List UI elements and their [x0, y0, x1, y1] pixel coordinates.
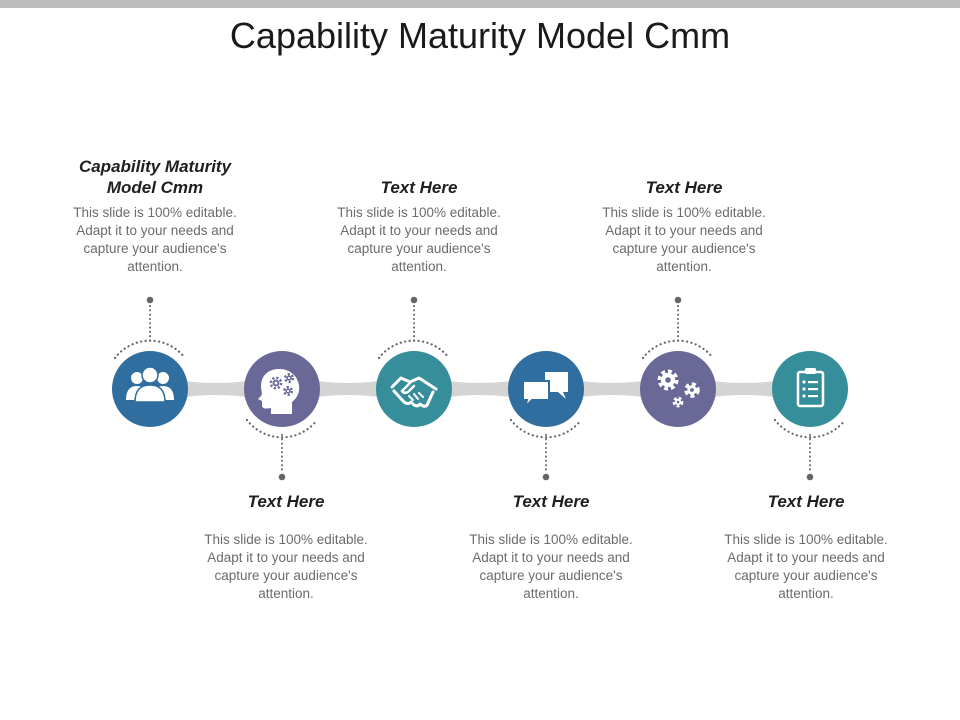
arc-bottom-6 — [773, 418, 847, 439]
arc-bottom-2 — [245, 418, 319, 439]
step-circle-3 — [376, 351, 452, 427]
step-text-6: Text Here This slide is 100% editable. A… — [711, 491, 901, 603]
leader-dot-5 — [674, 296, 682, 304]
chat-bubbles-icon — [522, 372, 568, 411]
head-gears-icon — [258, 369, 300, 414]
dotted-leaders — [149, 305, 811, 473]
step-text-5: Text Here This slide is 100% editable. A… — [589, 177, 779, 276]
step-heading-1: Capability Maturity Model Cmm — [78, 157, 232, 197]
leader-dot-6 — [806, 473, 814, 481]
step-heading-5: Text Here — [645, 178, 723, 197]
arc-bottom-4 — [509, 418, 583, 439]
handshake-icon — [390, 376, 438, 408]
leader-end-dots — [146, 296, 814, 481]
step-heading-3: Text Here — [380, 178, 458, 197]
users-group-icon — [126, 366, 174, 403]
step-heading-2: Text Here — [247, 492, 325, 511]
step-description-5: This slide is 100% editable. Adapt it to… — [602, 205, 766, 274]
gears-icon — [657, 369, 700, 408]
top-accent-bar — [0, 0, 960, 8]
step-description-1: This slide is 100% editable. Adapt it to… — [73, 205, 237, 274]
leader-dot-4 — [542, 473, 550, 481]
step-text-4: Text Here This slide is 100% editable. A… — [456, 491, 646, 603]
step-description-4: This slide is 100% editable. Adapt it to… — [469, 532, 633, 601]
step-description-2: This slide is 100% editable. Adapt it to… — [204, 532, 368, 601]
slide-title: Capability Maturity Model Cmm — [229, 15, 731, 56]
step-circle-5 — [640, 351, 716, 427]
step-text-2: Text Here This slide is 100% editable. A… — [191, 491, 381, 603]
clipboard-list-icon — [796, 368, 825, 408]
step-text-1: Capability Maturity Model Cmm This slide… — [60, 156, 250, 276]
step-heading-4: Text Here — [512, 492, 590, 511]
step-text-3: Text Here This slide is 100% editable. A… — [324, 177, 514, 276]
step-heading-6: Text Here — [767, 492, 845, 511]
step-description-6: This slide is 100% editable. Adapt it to… — [724, 532, 888, 601]
leader-dot-3 — [410, 296, 418, 304]
step-description-3: This slide is 100% editable. Adapt it to… — [337, 205, 501, 274]
leader-dot-2 — [278, 473, 286, 481]
leader-dot-1 — [146, 296, 154, 304]
